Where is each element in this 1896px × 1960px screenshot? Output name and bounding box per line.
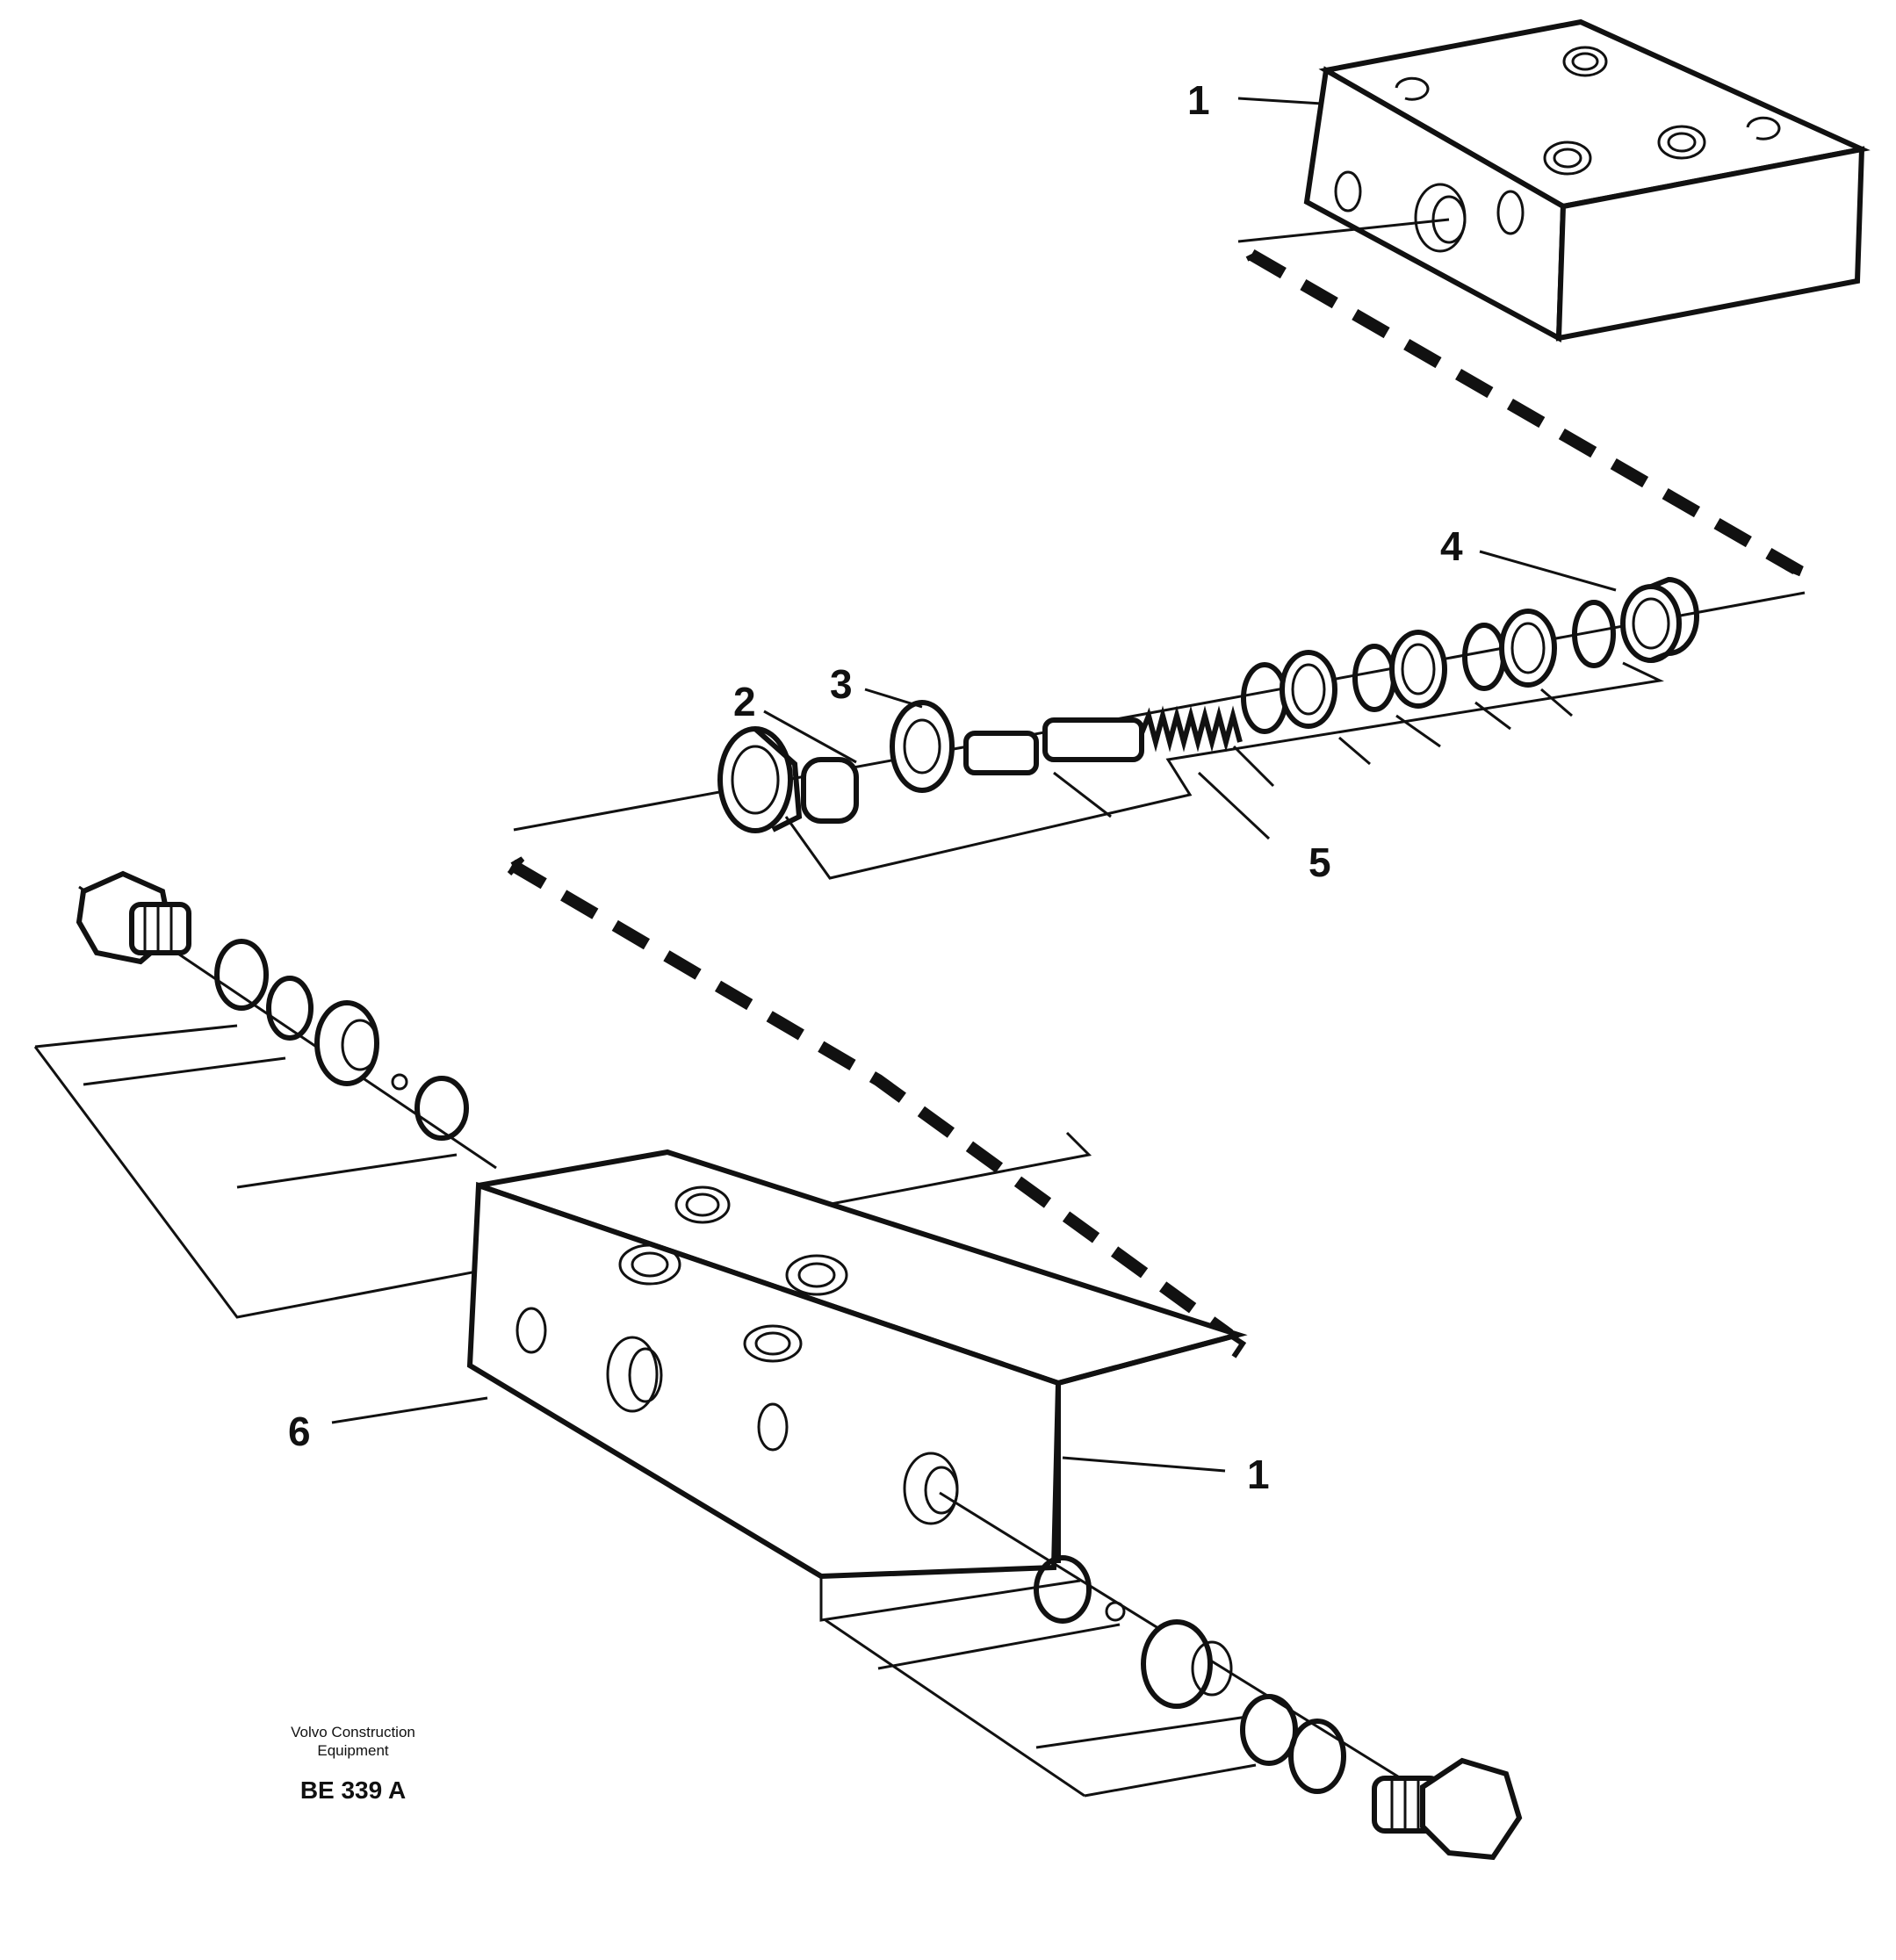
callout-1-bottom: 1 [1247, 1452, 1270, 1497]
caption-company-line2: Equipment [317, 1742, 389, 1759]
spool-assembly [513, 576, 1806, 880]
caption-drawing-code: BE 339 A [300, 1776, 406, 1804]
leader-lines [331, 97, 1617, 1473]
callout-2: 2 [733, 679, 756, 724]
callout-5: 5 [1308, 839, 1331, 885]
callout-6: 6 [288, 1409, 311, 1454]
caption-company-line1: Volvo Construction [291, 1724, 415, 1740]
valve-block-top [1237, 18, 1871, 342]
callout-3: 3 [830, 661, 853, 707]
plug-assembly-right [819, 1491, 1523, 1861]
callout-1-top: 1 [1187, 77, 1210, 123]
callout-4: 4 [1440, 523, 1463, 569]
valve-block-bottom [466, 1149, 1248, 1580]
